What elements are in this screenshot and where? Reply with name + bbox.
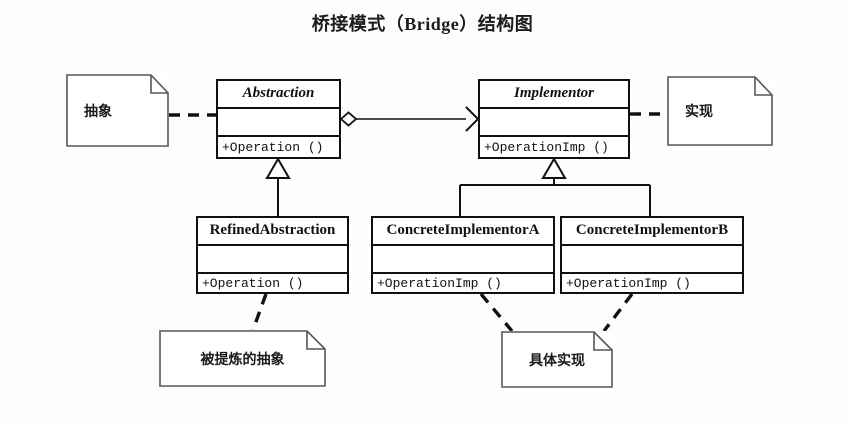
- relation-abstraction-implementor: [339, 106, 480, 132]
- class-box-implementor[interactable]: Implementor +OperationImp (): [478, 79, 630, 159]
- note-implement[interactable]: 实现: [667, 76, 773, 146]
- class-box-refinedabstraction[interactable]: RefinedAbstraction +Operation (): [196, 216, 349, 294]
- class-name-concreteimplementorb: ConcreteImplementorB: [562, 218, 742, 246]
- class-attributes-concreteimplementorb: [562, 246, 742, 274]
- class-name-implementor: Implementor: [480, 81, 628, 109]
- class-name-abstraction: Abstraction: [218, 81, 339, 109]
- note-link-refined: [251, 293, 268, 331]
- class-operations-concreteimplementora: +OperationImp (): [377, 275, 502, 291]
- class-attributes-concreteimplementora: [373, 246, 553, 274]
- note-shape-icon: [501, 331, 613, 388]
- relation-concreteimplementors-implementor: [459, 157, 651, 216]
- class-name-refinedabstraction: RefinedAbstraction: [198, 218, 347, 246]
- note-concrete-label: 具体实现: [529, 351, 585, 368]
- class-box-abstraction[interactable]: Abstraction +Operation (): [216, 79, 341, 159]
- class-operations-concreteimplementorb: +OperationImp (): [566, 275, 691, 291]
- note-abstract-label: 抽象: [84, 102, 112, 119]
- relation-refinedabstraction-abstraction: [265, 157, 291, 216]
- note-refined-label: 被提炼的抽象: [200, 350, 285, 367]
- class-attributes-abstraction: [218, 109, 339, 137]
- class-box-concreteimplementora[interactable]: ConcreteImplementorA +OperationImp (): [371, 216, 555, 294]
- class-operations-implementor: +OperationImp (): [484, 139, 609, 155]
- note-link-concrete-b: [602, 292, 634, 333]
- note-shape-icon: [667, 76, 773, 146]
- aggregation-diamond-icon: [339, 111, 358, 127]
- note-abstract[interactable]: 抽象: [66, 74, 169, 147]
- page-title: 桥接模式（Bridge）结构图: [311, 14, 534, 34]
- inheritance-triangle-icon: [265, 157, 291, 179]
- class-operations-abstraction: +Operation (): [222, 139, 324, 155]
- note-shape-icon: [66, 74, 169, 147]
- note-link-concrete-a: [479, 292, 514, 333]
- note-implement-label: 实现: [685, 103, 713, 119]
- note-concrete[interactable]: 具体实现: [501, 331, 613, 388]
- inheritance-triangle-icon: [541, 157, 567, 179]
- class-box-concreteimplementorb[interactable]: ConcreteImplementorB +OperationImp (): [560, 216, 744, 294]
- class-operations-refinedabstraction: +Operation (): [202, 275, 304, 291]
- class-attributes-refinedabstraction: [198, 246, 347, 274]
- open-arrow-icon: [465, 106, 480, 132]
- class-name-concreteimplementora: ConcreteImplementorA: [373, 218, 553, 246]
- class-attributes-implementor: [480, 109, 628, 137]
- note-refined[interactable]: 被提炼的抽象: [159, 330, 326, 387]
- note-shape-icon: [159, 330, 326, 387]
